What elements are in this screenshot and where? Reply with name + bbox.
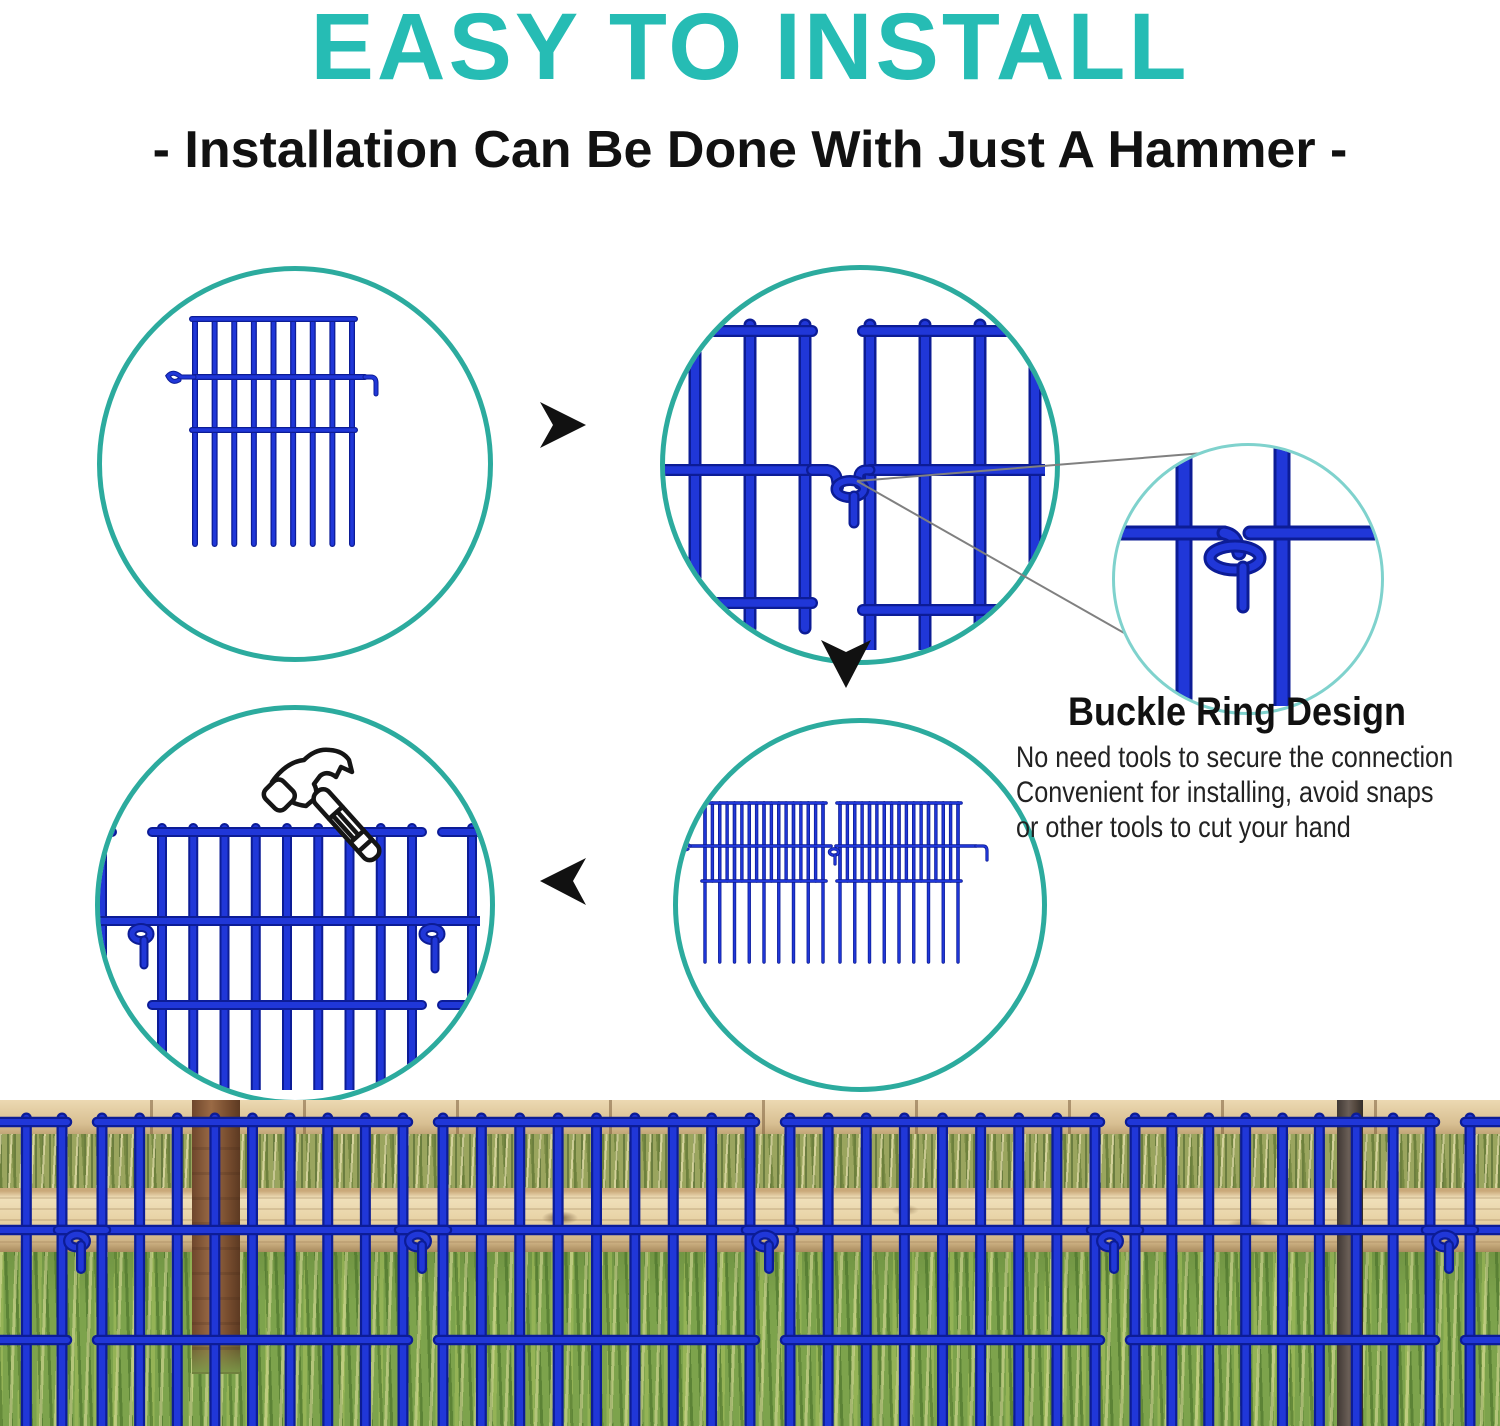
page-title: EASY TO INSTALL <box>310 0 1190 100</box>
hammer-icon <box>261 747 382 863</box>
panel-connection-illustration <box>665 318 1045 650</box>
step2-circle <box>660 265 1060 665</box>
right-arrow-icon <box>540 402 586 448</box>
buckle-callout-line: or other tools to cut your hand <box>1016 811 1351 844</box>
buckle-callout-text: No need tools to secure the connection C… <box>1016 740 1486 845</box>
hammer-install-illustration <box>100 747 480 1090</box>
buckle-callout-line: Convenient for installing, avoid snaps <box>1016 776 1434 809</box>
fence-panel-illustration <box>165 316 379 547</box>
buckle-ring-detail-circle <box>1112 443 1384 715</box>
step1-circle <box>97 266 493 662</box>
installed-fence-photo <box>0 1100 1500 1426</box>
left-arrow-icon <box>540 858 586 905</box>
step4-circle <box>95 705 495 1105</box>
buckle-callout-heading: Buckle Ring Design <box>1067 690 1407 734</box>
buckle-ring-illustration <box>1115 446 1375 706</box>
joined-panels-illustration <box>678 801 989 964</box>
blue-fence-panels <box>0 1112 1500 1426</box>
page-subtitle: - Installation Can Be Done With Just A H… <box>152 121 1348 179</box>
buckle-callout-line: No need tools to secure the connection <box>1016 741 1454 774</box>
step3-circle <box>673 718 1047 1092</box>
